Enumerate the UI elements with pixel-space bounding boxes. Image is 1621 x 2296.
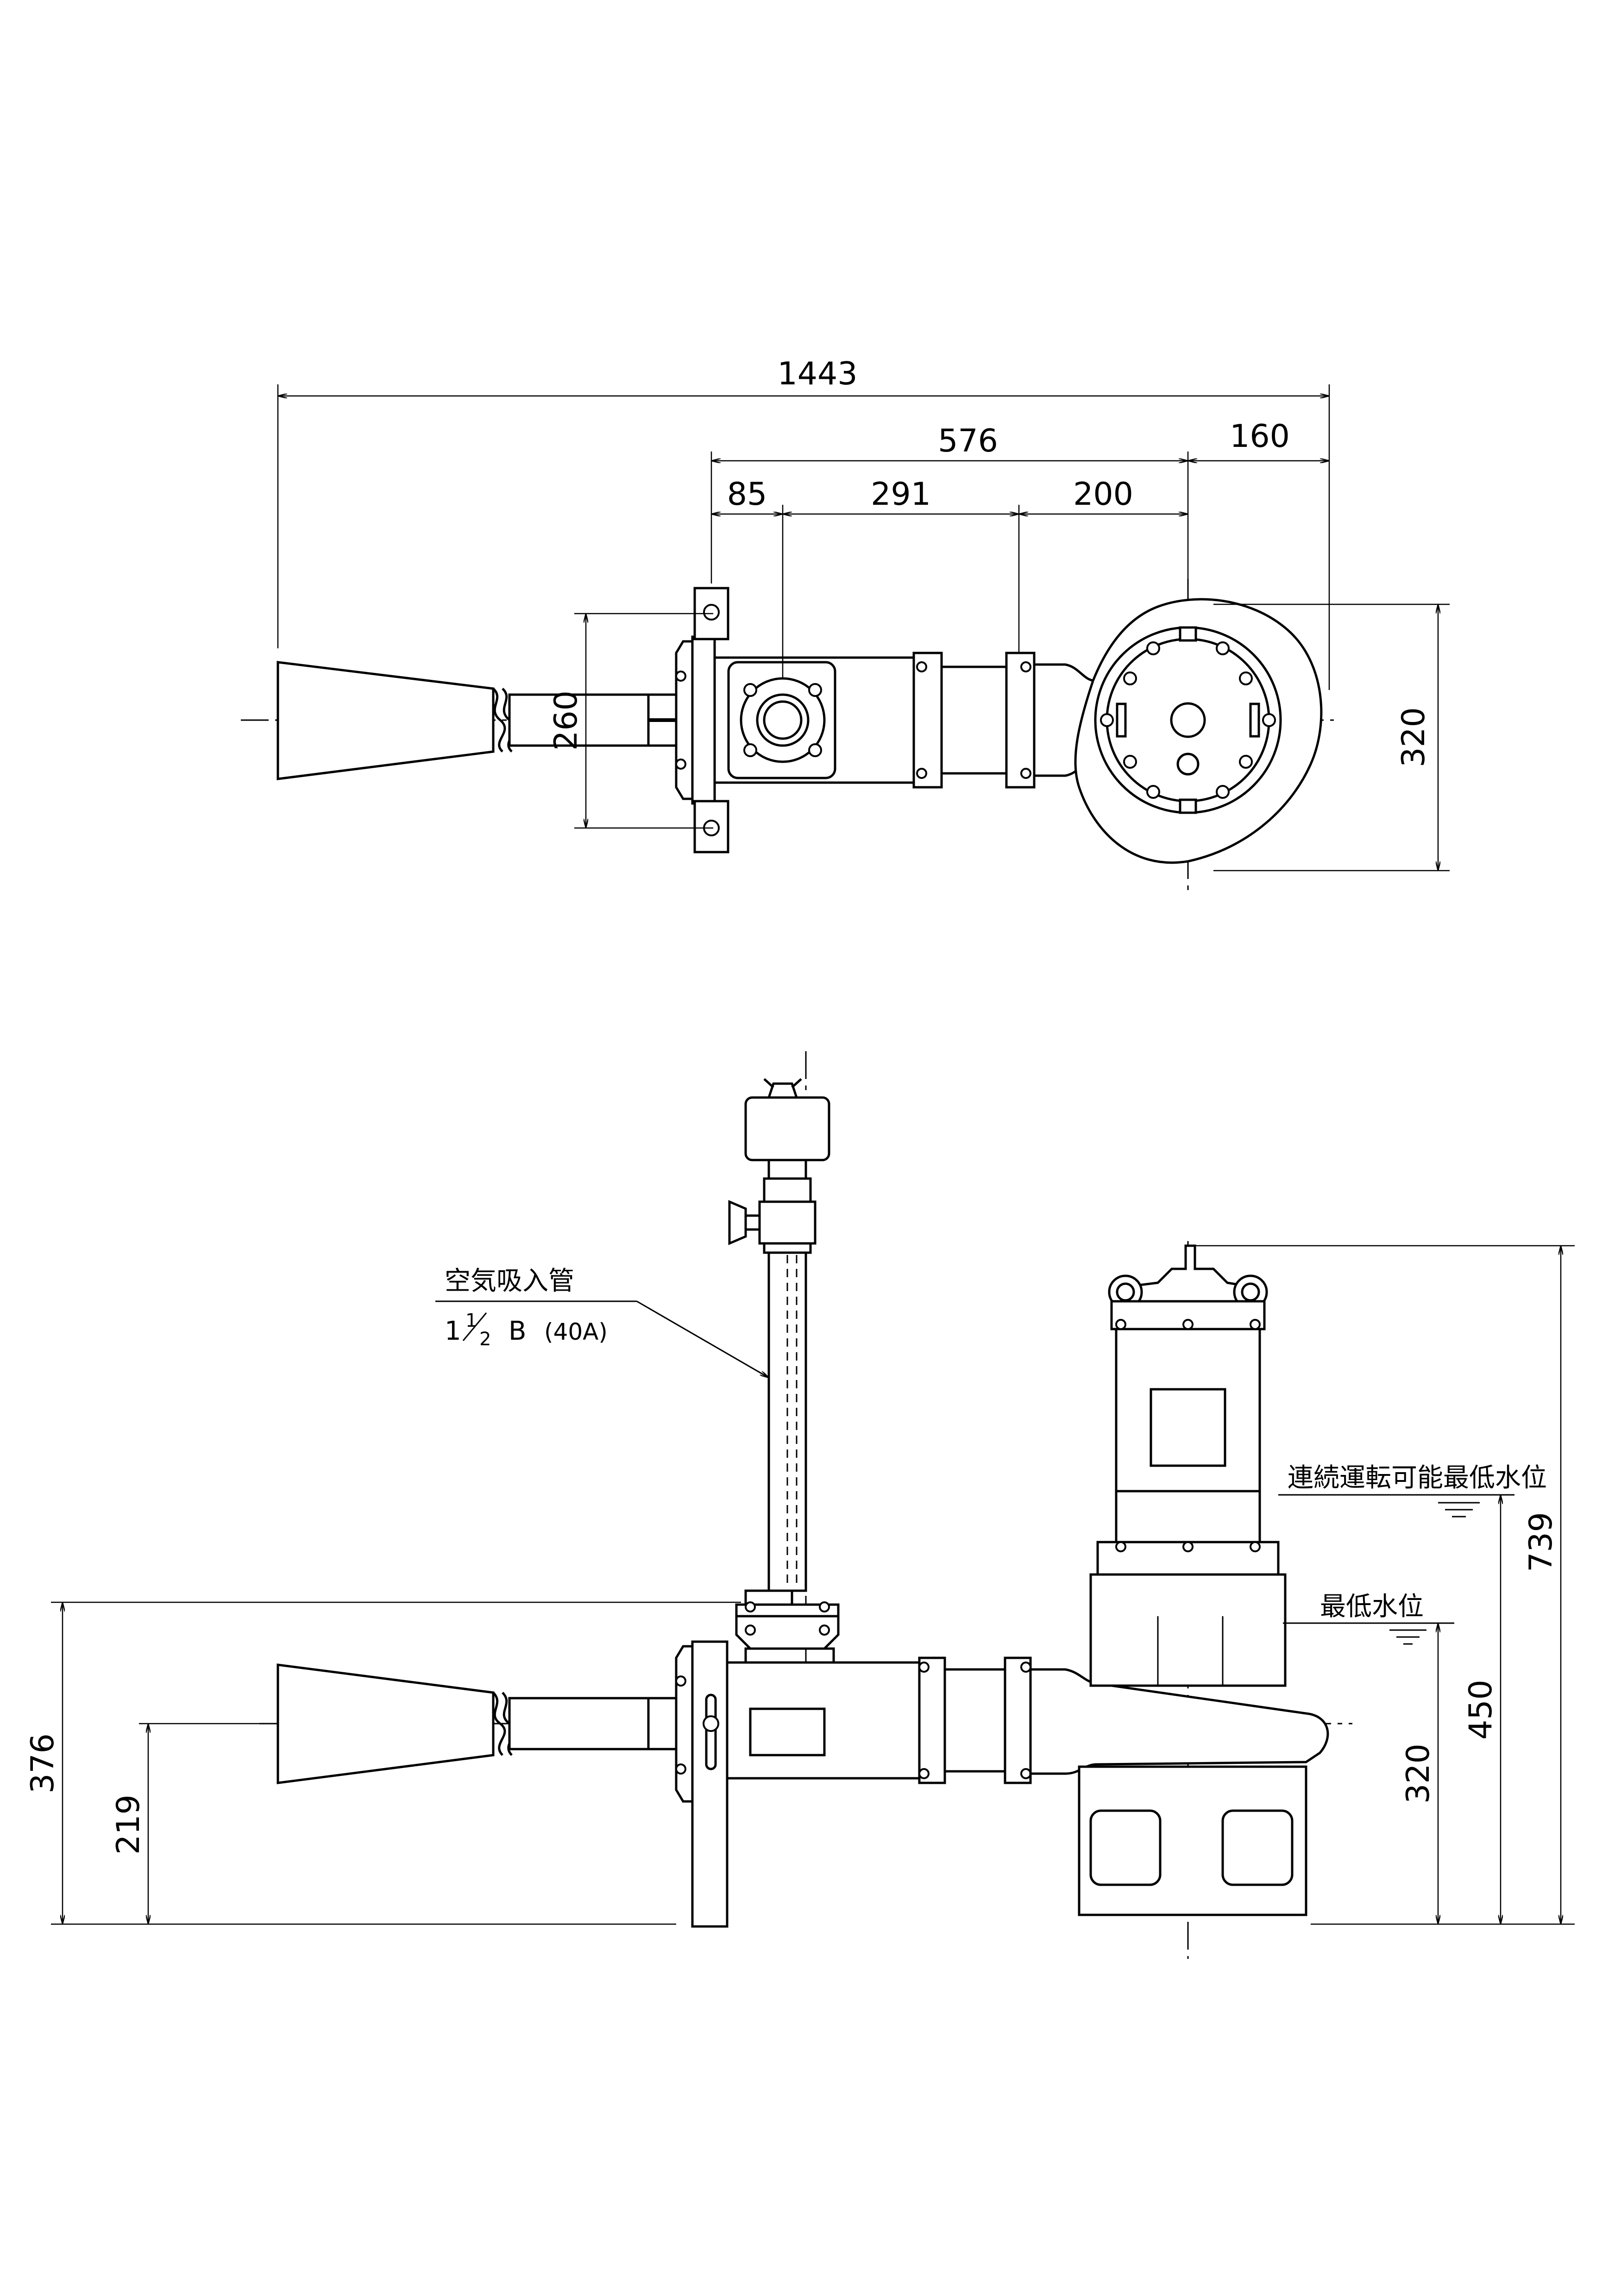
pump-nameplate xyxy=(1150,1388,1226,1467)
dim-overall-length: 1443 xyxy=(777,356,857,392)
dim-bracket-width: 260 xyxy=(548,690,584,751)
dim-739: 739 xyxy=(1523,1512,1559,1572)
air-pipe-size-fraction-den: 2 xyxy=(479,1329,491,1350)
air-pipe-size-fraction-num: 1 xyxy=(465,1310,477,1331)
air-intake-pipe-label: 空気吸入管 xyxy=(445,1266,574,1296)
dim-200: 200 xyxy=(1073,476,1133,513)
elev-air-intake-pipe xyxy=(728,1078,830,1592)
plan-nozzle xyxy=(276,661,691,780)
min-water-level-label: 最低水位 xyxy=(1320,1592,1424,1622)
elev-main-pipe xyxy=(726,1647,1329,1784)
continuous-operation-min-water-level-label: 連続運転可能最低水位 xyxy=(1288,1463,1547,1493)
air-pipe-size-whole: 1 xyxy=(445,1316,461,1346)
air-pipe-size-nominal: (40A) xyxy=(544,1318,608,1345)
elev-water-levels: 連続運転可能最低水位 最低水位 xyxy=(1278,1463,1547,1645)
air-intake-valve xyxy=(758,1200,817,1245)
plan-main-pipe xyxy=(713,652,1097,789)
dim-576: 576 xyxy=(938,423,998,459)
elev-air-pipe-flange xyxy=(735,1589,840,1650)
dim-85: 85 xyxy=(727,476,767,513)
plan-pump-shaft-cap xyxy=(1170,702,1206,738)
elev-nozzle xyxy=(276,1663,691,1784)
dim-320-elevation: 320 xyxy=(1400,1744,1437,1804)
elev-dimensions: 376 219 739 450 320 xyxy=(25,1245,1575,1925)
dim-291: 291 xyxy=(871,476,931,513)
elev-submersible-pump xyxy=(1078,1244,1307,1916)
pump-casing xyxy=(1089,1573,1287,1687)
air-pipe-callout: 空気吸入管 1 1 2 B (40A) xyxy=(435,1266,769,1379)
air-pipe-size-unit: B xyxy=(509,1316,526,1346)
plan-pump-volute xyxy=(1074,598,1323,864)
air-intake-cap xyxy=(744,1096,830,1161)
dim-376: 376 xyxy=(25,1733,61,1794)
dim-160: 160 xyxy=(1230,418,1290,455)
plan-dimensions: 1443 576 160 85 291 200 260 320 xyxy=(277,356,1450,872)
dim-219: 219 xyxy=(110,1794,147,1855)
plan-view: 1443 576 160 85 291 200 260 320 xyxy=(241,356,1450,894)
elevation-view: 連続運転可能最低水位 最低水位 空気吸入管 1 1 2 B (40A) xyxy=(25,1051,1575,1959)
elev-mounting-plate xyxy=(675,1640,729,1928)
dim-450: 450 xyxy=(1463,1680,1499,1740)
plan-mounting-bracket xyxy=(675,587,729,853)
dim-pump-width: 320 xyxy=(1395,707,1432,767)
